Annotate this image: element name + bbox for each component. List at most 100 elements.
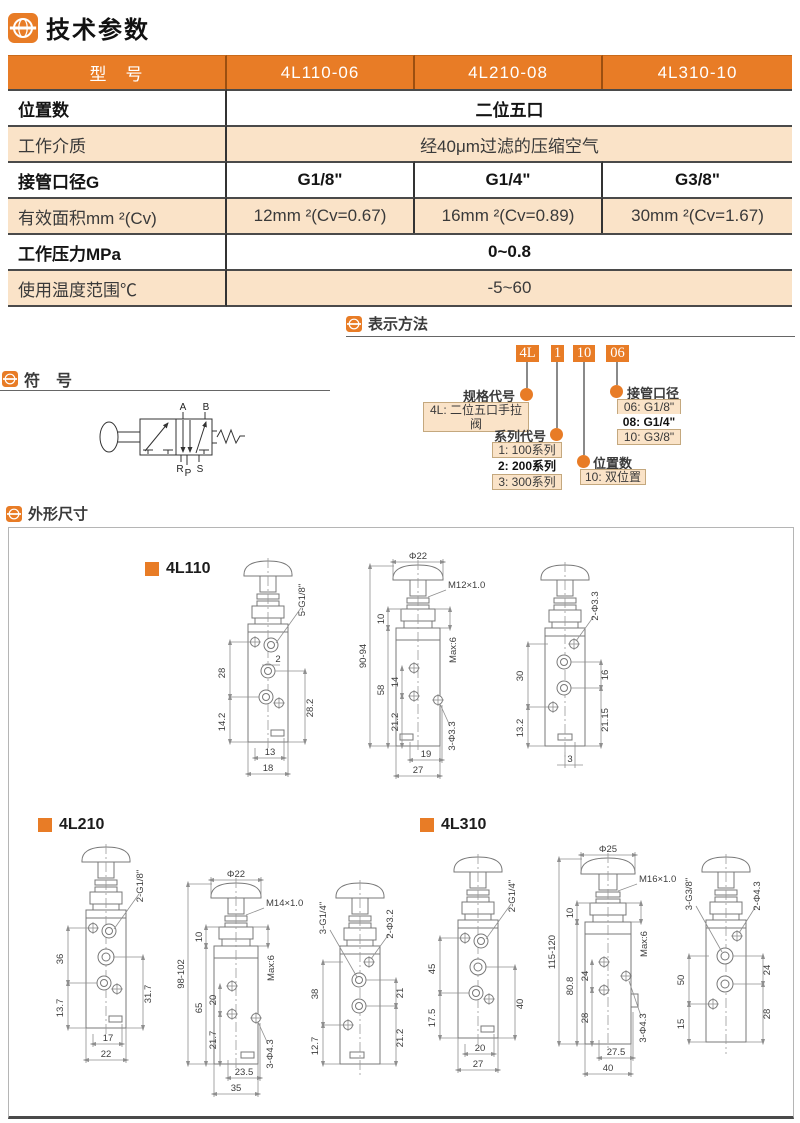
heading-rule [346,336,795,337]
svg-text:31.7: 31.7 [143,985,154,1004]
table-row: 工作压力MPa 0~0.8 [8,233,792,269]
svg-text:24: 24 [762,965,773,976]
svg-text:17: 17 [103,1033,114,1044]
svg-text:2-Φ3.3: 2-Φ3.3 [590,591,601,620]
symbol-section-title: 符 号 [24,373,73,390]
port-code-item: 08: G1/4" [617,414,681,430]
svg-text:35: 35 [231,1083,242,1094]
brand-icon [8,12,38,43]
svg-text:90-94: 90-94 [358,644,369,668]
heading-rule [0,390,330,391]
svg-text:22: 22 [101,1049,112,1060]
svg-text:115-120: 115-120 [547,935,558,969]
svg-text:10: 10 [565,908,576,919]
page-header: 技术参数 [8,10,150,45]
symbol-section-heading: 符 号 [2,367,72,391]
svg-text:M16×1.0: M16×1.0 [639,874,676,885]
row-label: 位置数 [8,89,227,125]
row-value: 12mm ²(Cv=0.67) [227,197,415,233]
pneumatic-symbol: A B R P S [99,402,245,479]
code-box-port: 06 [606,345,629,362]
svg-text:28.2: 28.2 [305,699,316,718]
svg-text:13.7: 13.7 [55,999,66,1018]
svg-text:13.2: 13.2 [515,719,526,738]
bullet-square-icon [38,818,52,832]
port-label-r: R [176,464,183,475]
svg-text:3-Φ4.3: 3-Φ4.3 [265,1039,276,1068]
svg-text:Max:6: Max:6 [448,637,459,663]
svg-text:30: 30 [515,671,526,682]
connector-dot [610,385,623,398]
ordering-section-title: 表示方法 [368,316,429,333]
connector-line [583,362,585,455]
row-value: 二位五口 [227,89,792,125]
port-label-p: P [185,468,192,479]
series-code-item: 3: 300系列 [492,474,562,490]
drawings-panel [8,527,794,1119]
row-label: 接管口径G [8,161,227,197]
side-view: 30 13.2 16 21.15 2-Φ3.3 3 [515,562,611,768]
col-model-1: 4L110-06 [227,55,415,89]
model-name: 4L310 [441,816,487,833]
svg-text:3-G3/8": 3-G3/8" [684,878,695,910]
svg-text:27: 27 [413,765,424,776]
svg-text:10: 10 [376,614,387,625]
positions-code-item: 10: 双位置 [580,469,646,485]
svg-text:M14×1.0: M14×1.0 [266,898,303,909]
connector-dot [520,388,533,401]
svg-text:14: 14 [390,677,401,688]
svg-text:21.2: 21.2 [390,713,401,732]
series-code-label: 系列代号 [493,429,546,444]
svg-text:23.5: 23.5 [235,1067,254,1078]
svg-text:28: 28 [217,668,228,679]
row-value: 经40μm过滤的压缩空气 [227,125,792,161]
svg-text:2-G1/4": 2-G1/4" [507,880,518,912]
positions-code-label: 位置数 [593,456,633,471]
ordering-section-heading: 表示方法 [346,313,428,334]
row-value: G1/4" [415,161,603,197]
svg-text:21.2: 21.2 [395,1029,406,1048]
bullet-square-icon [420,818,434,832]
model-label-4L110: 4L110 [145,560,210,578]
svg-text:28: 28 [580,1013,591,1024]
col-model-3: 4L310-10 [603,55,792,89]
svg-text:28: 28 [762,1009,773,1020]
code-box-series: 1 [551,345,564,362]
connector-line [616,362,618,385]
svg-text:2: 2 [275,654,280,665]
section-icon [6,505,22,522]
svg-text:18: 18 [263,763,274,774]
drawing-4L110: 28 14.2 28.2 13 18 5-G1/8" 2 [217,551,611,779]
connector-line [556,362,558,428]
svg-text:36: 36 [55,954,66,965]
svg-text:80.8: 80.8 [565,977,576,996]
port-code-item: 06: G1/8" [617,399,681,415]
page-title: 技术参数 [46,17,150,44]
middle-view: Φ25 M16×1.0 10 115-120 80.8 24 28 Max:6 … [547,844,676,1077]
svg-text:21.15: 21.15 [600,708,611,732]
row-value: 0~0.8 [227,233,792,269]
front-view: 28 14.2 28.2 13 18 5-G1/8" 2 [217,558,316,777]
model-name: 4L210 [59,816,105,833]
svg-text:21.7: 21.7 [208,1031,219,1050]
table-row: 使用温度范围℃ -5~60 [8,269,792,307]
svg-text:98-102: 98-102 [176,959,187,989]
svg-text:45: 45 [427,964,438,975]
svg-text:Max:6: Max:6 [639,931,650,957]
connector-line [526,362,528,388]
front-view: 36 13.7 31.7 17 22 2-G1/8" [55,844,154,1063]
model-label-4L310: 4L310 [420,816,486,834]
table-row: 接管口径G G1/8" G1/4" G3/8" [8,161,792,197]
col-model-label: 型 号 [8,55,227,89]
code-box-spec: 4L [516,345,539,362]
svg-text:2-Φ4.3: 2-Φ4.3 [752,881,763,910]
svg-text:27: 27 [473,1059,484,1070]
svg-text:50: 50 [676,975,687,986]
row-value: G3/8" [603,161,792,197]
col-model-2: 4L210-08 [415,55,603,89]
svg-text:19: 19 [421,749,432,760]
svg-text:13: 13 [265,747,276,758]
section-icon [2,371,18,387]
svg-text:15: 15 [676,1019,687,1030]
drawing-4L310: 45 17.5 40 20 27 2-G1/4" [427,844,773,1077]
